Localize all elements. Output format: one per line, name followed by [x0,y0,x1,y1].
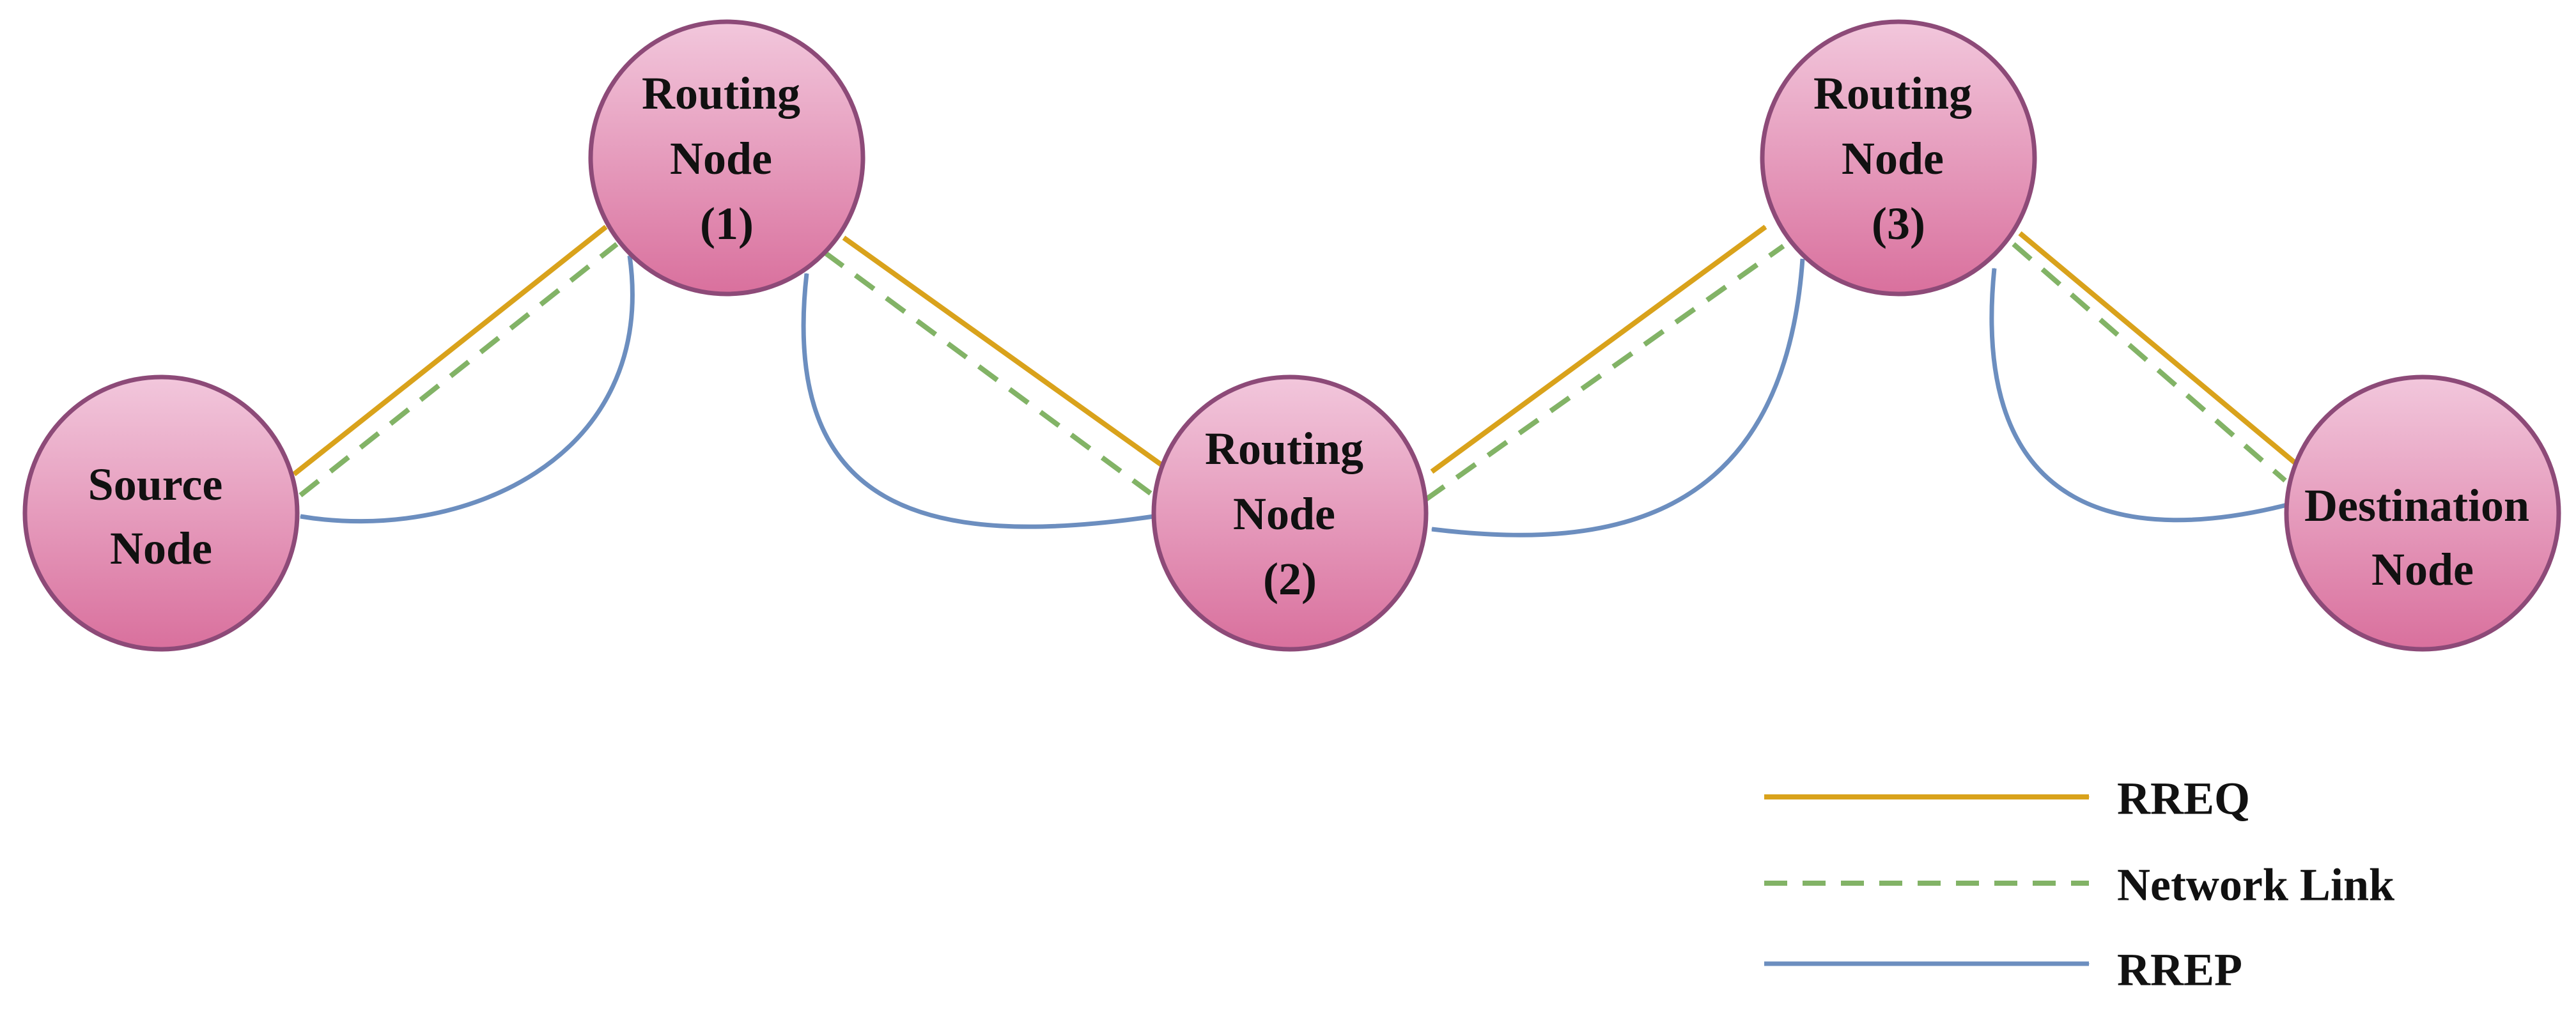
rreq-arrow-routing-1-routing-2 [842,235,1164,468]
node-circle [2284,374,2561,652]
legend-rreq-label: RREQ [2117,773,2250,824]
nodes: Source Node Routing Node (1) Routing Nod… [22,19,2561,652]
rrep-edges [299,255,2288,537]
node-routing-1: Routing Node (1) [588,19,865,297]
network-link-edges [299,242,2287,502]
node-label-line: Node [110,523,212,574]
node-label-line: Node [1233,488,1335,539]
node-circle [1151,374,1429,652]
rreq-arrow-source-routing-1 [292,224,608,477]
legend-item-rreq: RREQ [1764,773,2250,824]
network-link-routing-1-routing-2 [823,250,1152,496]
node-label-line: Routing [1205,423,1363,474]
network-link-source-routing-1 [299,242,619,498]
node-label-line: Node [2371,544,2474,595]
rrep-arrow-routing-2-routing-1 [801,272,1154,529]
node-source: Source Node [22,374,300,652]
node-label-line: Source [88,459,223,510]
rreq-arrow-routing-3-destination [2018,231,2300,468]
node-circle [588,19,865,297]
node-circle [1760,19,2037,297]
node-label-line: Routing [1813,68,1972,119]
rrep-arrow-destination-routing-3 [1989,267,2288,523]
svg-text:Destination Node: Destination Node [2304,480,2541,595]
node-label-line: (2) [1263,553,1317,605]
node-destination: Destination Node [2284,374,2561,652]
rreq-arrow-routing-2-routing-3 [1430,224,1767,474]
node-label-line: (1) [700,198,754,249]
node-label-line: Node [670,133,772,184]
legend-network-link-label: Network Link [2117,860,2394,911]
rrep-arrow-routing-1-source [299,255,635,524]
legend-rrep-label: RREP [2117,945,2242,996]
node-label-line: (3) [1872,198,1925,249]
node-routing-3: Routing Node (3) [1760,19,2037,297]
rrep-arrow-routing-3-routing-2 [1431,258,1805,537]
node-routing-2: Routing Node (2) [1151,374,1429,652]
network-link-routing-3-destination [2012,242,2287,483]
svg-text:Routing Node (: Routing Node (3) [1813,68,1983,249]
node-circle [22,374,300,652]
node-label-line: Node [1842,133,1944,184]
legend: RREQ Network Link RREP [1764,773,2394,996]
svg-text:Routing Node (: Routing Node (2) [1205,423,1375,605]
legend-item-rrep: RREP [1764,945,2242,996]
network-link-routing-2-routing-3 [1424,243,1785,502]
svg-text:Routing Node (: Routing Node (1) [642,68,812,249]
node-label-line: Routing [642,68,800,119]
rreq-edges [292,224,2300,477]
svg-text:Source Node: Source Node [88,459,235,574]
legend-item-network-link: Network Link [1764,860,2394,911]
node-label-line: Destination [2304,480,2529,531]
